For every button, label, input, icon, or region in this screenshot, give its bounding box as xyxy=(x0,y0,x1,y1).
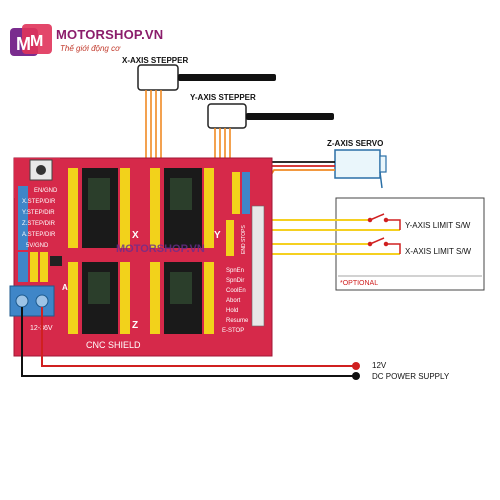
side-label-resume: Resume xyxy=(226,318,249,324)
voltage-12v-label: 12V xyxy=(372,361,387,370)
brand-tagline: Thế giới động cơ xyxy=(60,44,120,53)
y-axis-limit-label: Y-AXIS LIMIT S/W xyxy=(405,221,471,230)
power-supply-wires xyxy=(21,307,356,377)
y-limit-switch-icon xyxy=(367,213,401,230)
brand-logo: M M xyxy=(8,22,158,62)
y-axis-stepper-label: Y-AXIS STEPPER xyxy=(190,93,256,102)
pin-label-z-step: Z.STEP/DIR xyxy=(22,221,56,227)
axis-label-z: Z xyxy=(132,320,138,331)
axis-label-a: A xyxy=(62,283,68,292)
limit-switch-wires xyxy=(262,219,400,255)
axis-label-x: X xyxy=(132,230,139,241)
watermark-text: MOTORSHOP.VN xyxy=(116,243,205,255)
pin-label-x-step: X.STEP/DIR xyxy=(22,199,56,205)
axis-label-y: Y xyxy=(214,230,221,241)
side-label-hold: Hold xyxy=(226,308,238,314)
optional-note: *OPTIONAL xyxy=(340,280,378,287)
y-axis-stepper-motor xyxy=(207,103,334,129)
x-axis-stepper-label: X-AXIS STEPPER xyxy=(122,56,188,65)
board-name-label: CNC SHIELD xyxy=(86,340,141,350)
x-axis-stepper-motor xyxy=(137,64,276,91)
z-axis-servo xyxy=(334,149,387,189)
side-label-spndir: SpnDir xyxy=(226,278,244,284)
svg-text:M: M xyxy=(16,34,31,54)
negative-terminal-dot xyxy=(352,372,360,380)
pin-label-5v-gnd: 5V/GND xyxy=(26,243,49,249)
dc-power-supply-label: DC POWER SUPPLY xyxy=(372,372,450,381)
end-stops-label: END STOPS xyxy=(241,225,247,254)
svg-text:M: M xyxy=(30,33,43,50)
pin-label-a-step: A.STEP/DIR xyxy=(22,232,56,238)
motorshop-logo-icon: M M xyxy=(10,24,52,56)
side-label-spnen: SpnEn xyxy=(226,268,244,274)
x-limit-switch-icon xyxy=(367,237,401,254)
side-label-coolen: CoolEn xyxy=(226,288,246,294)
side-label-estop: E-STOP xyxy=(222,328,244,334)
z-axis-servo-label: Z-AXIS SERVO xyxy=(327,139,383,148)
brand-name[interactable]: MOTORSHOP.VN xyxy=(56,27,164,42)
pin-label-en-gnd: EN/GND xyxy=(34,188,58,194)
x-axis-limit-label: X-AXIS LIMIT S/W xyxy=(405,247,472,256)
side-label-abort: Abort xyxy=(226,298,241,304)
pin-label-y-step: Y.STEP/DIR xyxy=(22,210,55,216)
cnc-shield-board: EN/GND X.STEP/DIR Y.STEP/DIR Z.STEP/DIR … xyxy=(9,157,273,357)
positive-terminal-dot xyxy=(352,362,360,370)
